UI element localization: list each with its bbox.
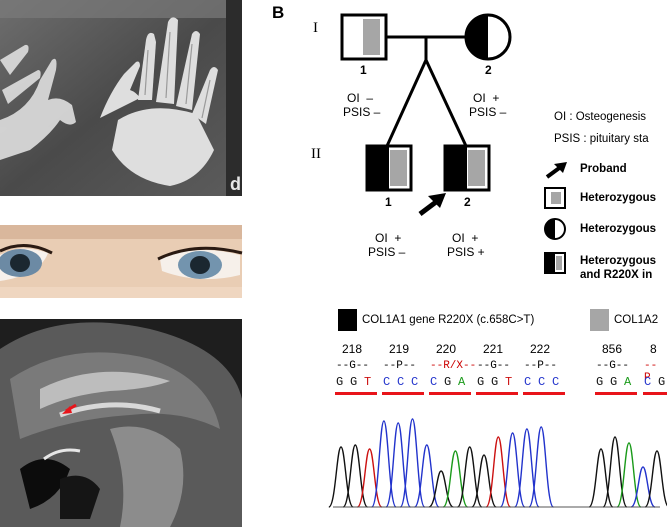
codon-number: 8 (650, 342, 657, 356)
codon-base: T (364, 375, 372, 389)
i-2-oi-status: OI + (473, 91, 500, 105)
ii-1-oi-status: OI + (375, 231, 402, 245)
individual-i-2-symbol (464, 13, 512, 61)
codon-base: G (610, 375, 618, 389)
codon-underline (382, 392, 424, 395)
chromatogram-peak (602, 436, 628, 508)
codon-underline (643, 392, 667, 395)
individual-ii-2-number: 2 (464, 195, 471, 209)
codon-underline (429, 392, 471, 395)
chromatogram-peak (342, 444, 369, 508)
codon-base: G (491, 375, 499, 389)
codon-number: 220 (436, 342, 457, 356)
chromatogram-peak (471, 454, 497, 508)
legend-het-label-3a: Heterozygous (580, 255, 657, 267)
i-1-oi-status: OI – (347, 91, 374, 105)
individual-i-2-number: 2 (485, 63, 492, 77)
codon-underline (476, 392, 518, 395)
codon-amino-acid: --G-- (477, 360, 511, 372)
codon-underline (335, 392, 377, 395)
codon-base: C (430, 375, 438, 389)
legend-compound-square-icon (544, 252, 566, 274)
codon-base: C (411, 375, 419, 389)
codon-base: G (596, 375, 604, 389)
legend-het-circle-icon (544, 218, 566, 240)
proband-arrow (418, 193, 446, 216)
eyes-photo (0, 225, 243, 298)
chromatogram-peak (528, 426, 555, 508)
brain-mri-image (0, 319, 242, 527)
individual-ii-1-number: 1 (385, 195, 392, 209)
chromatogram-peak (356, 448, 383, 508)
chromatogram-peak (630, 466, 656, 508)
col1a1-gene-title: COL1A1 gene R220X (c.658C>T) (362, 314, 535, 326)
codon-base: G (444, 375, 452, 389)
generation-label-ii: II (311, 146, 321, 162)
chromatogram-peak (588, 448, 614, 508)
individual-ii-1-symbol (365, 144, 413, 192)
codon-number: 219 (389, 342, 410, 356)
legend-het-square-icon (544, 187, 566, 209)
codon-base: C (524, 375, 532, 389)
svg-text:d: d (230, 174, 241, 194)
individual-i-1-symbol (340, 13, 388, 61)
i-2-psis-status: PSIS – (469, 105, 507, 119)
individual-i-1-number: 1 (360, 63, 367, 77)
codon-base: C (538, 375, 546, 389)
codon-underline (595, 392, 637, 395)
codon-base: A (624, 375, 632, 389)
codon-base: G (350, 375, 358, 389)
codon-number: 222 (530, 342, 551, 356)
codon-base: G (336, 375, 344, 389)
legend-proband-arrow-icon (545, 162, 567, 179)
hand-xray-image: d (0, 0, 242, 196)
codon-amino-acid: --P-- (524, 360, 558, 372)
chromatogram-peak (456, 446, 483, 508)
codon-base: C (383, 375, 391, 389)
codon-base: C (397, 375, 405, 389)
ii-2-oi-status: OI + (452, 231, 479, 245)
codon-amino-acid: --G-- (596, 360, 630, 372)
ii-2-psis-status: PSIS + (447, 245, 485, 259)
chromatogram-peak (428, 470, 454, 508)
codon-base: G (658, 375, 666, 389)
legend-het-label-2: Heterozygous (580, 223, 657, 235)
codon-base: T (505, 375, 513, 389)
individual-ii-2-symbol (443, 144, 491, 192)
codon-number: 856 (602, 342, 623, 356)
legend-proband-label: Proband (580, 163, 627, 175)
codon-number: 221 (483, 342, 504, 356)
codon-base: A (458, 375, 466, 389)
chromatogram-peak (399, 418, 426, 508)
codon-underline (523, 392, 565, 395)
codon-amino-acid: --G-- (336, 360, 370, 372)
codon-number: 218 (342, 342, 363, 356)
codon-base: G (477, 375, 485, 389)
chromatogram-peak (644, 450, 667, 508)
legend-oi-definition: OI : Osteogenesis (554, 111, 647, 123)
codon-base: C (552, 375, 560, 389)
legend-psis-definition: PSIS : pituitary sta (554, 133, 649, 145)
panel-label: B (272, 3, 285, 22)
codon-amino-acid: --R/X-- (430, 360, 477, 372)
col1a2-gene-title: COL1A2 (614, 314, 659, 326)
ii-1-psis-status: PSIS – (368, 245, 406, 259)
codon-base: C (644, 375, 652, 389)
codon-amino-acid: --P-- (383, 360, 417, 372)
i-1-psis-status: PSIS – (343, 105, 381, 119)
codon-amino-acid: --P (644, 360, 658, 384)
legend-het-label-1: Heterozygous (580, 192, 657, 204)
legend-het-label-3b: and R220X in (580, 269, 653, 281)
generation-label-i: I (313, 20, 318, 36)
